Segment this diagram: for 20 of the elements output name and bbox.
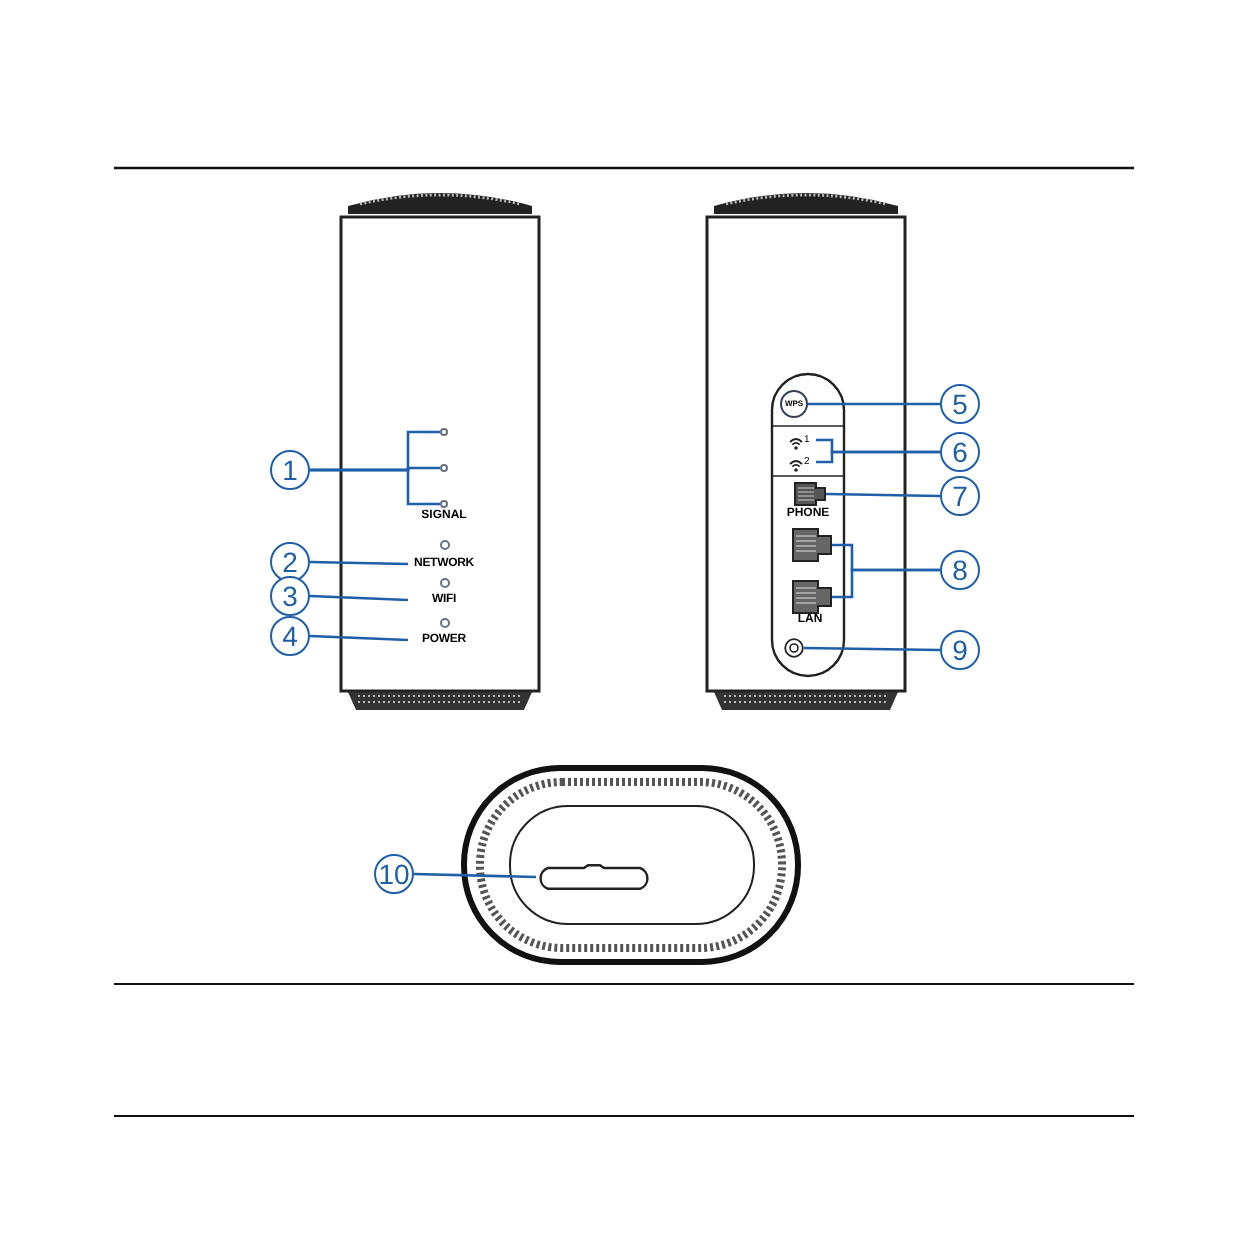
leader-line xyxy=(804,646,940,652)
callout-number: 2 xyxy=(270,542,310,582)
leader-line xyxy=(309,634,409,642)
leader-line xyxy=(413,872,537,879)
leader-line xyxy=(310,468,440,506)
callout-number: 8 xyxy=(940,550,980,590)
callout-number: 10 xyxy=(374,854,414,894)
leader-line xyxy=(309,560,409,566)
callout-number: 6 xyxy=(940,432,980,472)
leader-line xyxy=(816,450,940,464)
callout-number: 7 xyxy=(940,476,980,516)
callout-number: 1 xyxy=(270,450,310,490)
leader-line xyxy=(309,594,409,602)
leader-line xyxy=(832,568,940,599)
leader-line xyxy=(825,492,941,498)
callout-number: 9 xyxy=(940,630,980,670)
callout-number: 5 xyxy=(940,384,980,424)
callout-number: 3 xyxy=(270,576,310,616)
callout-number: 4 xyxy=(270,616,310,656)
leader-line xyxy=(808,402,940,406)
